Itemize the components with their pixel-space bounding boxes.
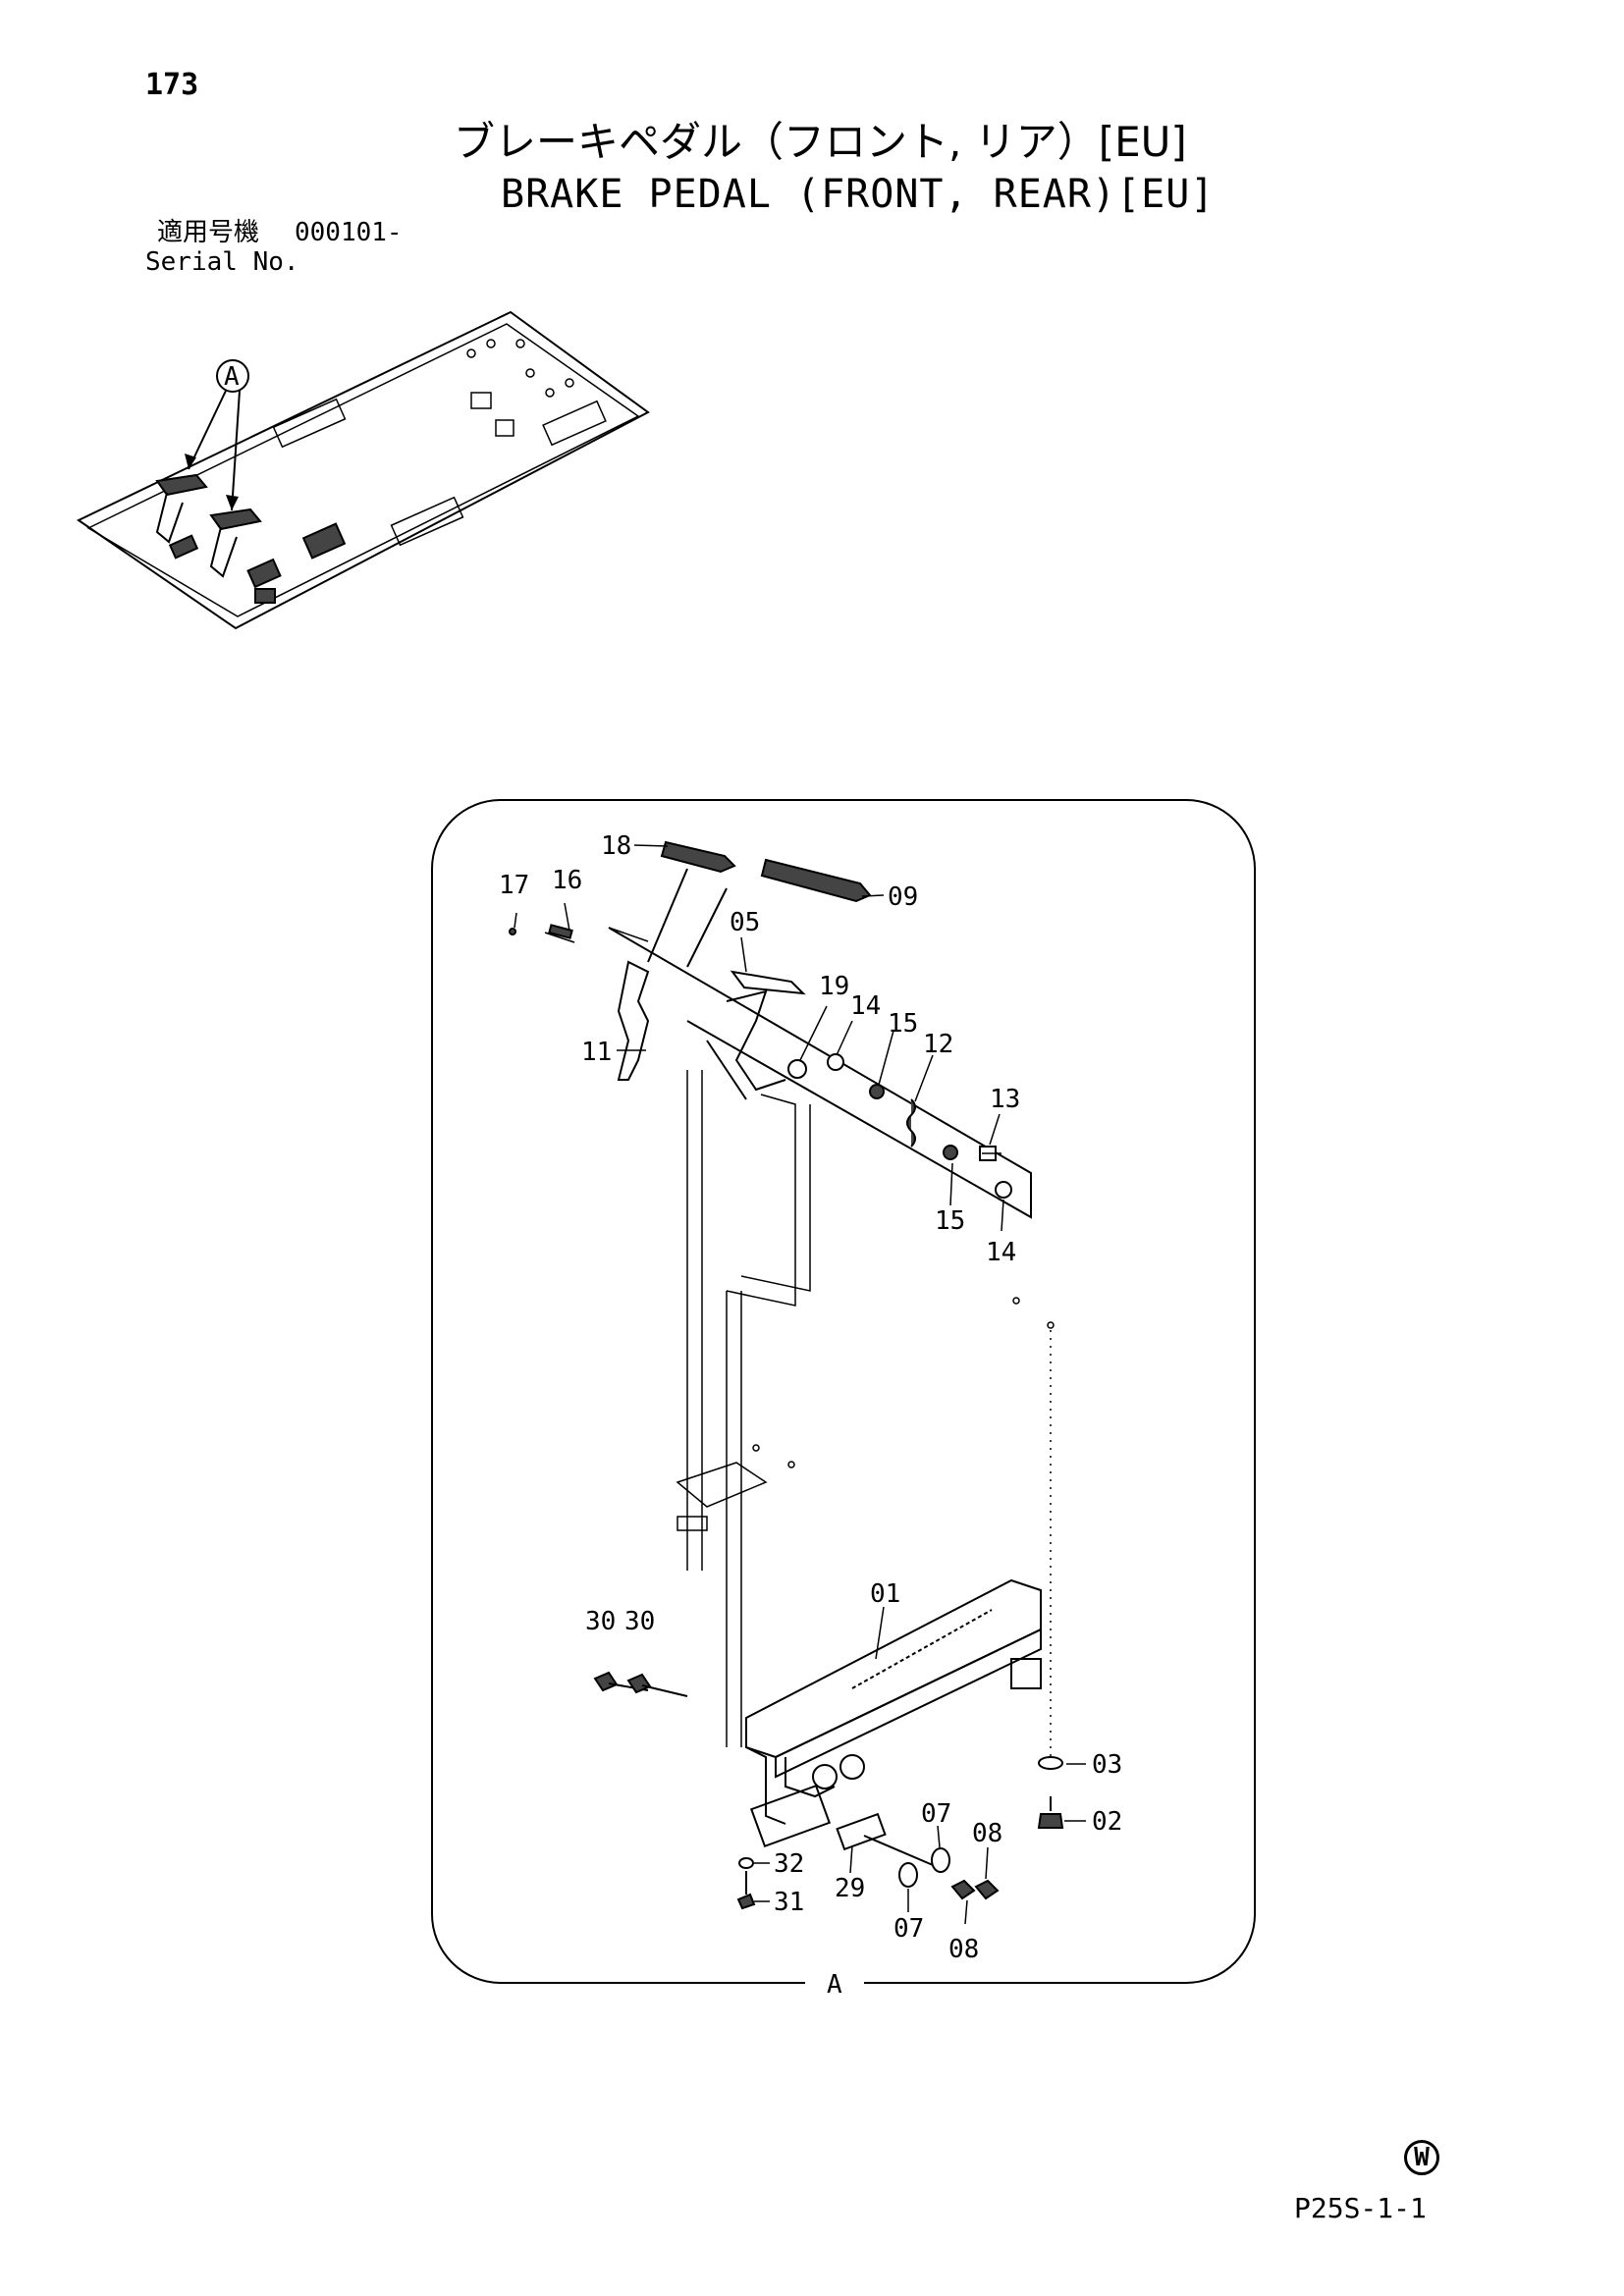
part-label-30-left: 30 [585, 1607, 616, 1636]
title-japanese: ブレーキペダル（フロント, リア）[EU] [454, 118, 1187, 166]
part-label-05: 05 [730, 908, 760, 937]
footer-drawing-code: P25S-1-1 [1294, 2192, 1427, 2224]
title-english: BRAKE PEDAL (FRONT, REAR)[EU] [501, 172, 1216, 217]
part-label-07-lower: 07 [893, 1914, 924, 1944]
hardware-parts [787, 1053, 1012, 1199]
bolts-30 [593, 1671, 688, 1697]
part-label-11: 11 [581, 1038, 612, 1067]
serial-label-japanese: 適用号機 [157, 218, 260, 247]
part-label-19: 19 [819, 972, 849, 1001]
bolt-washer-02-03 [1037, 1756, 1064, 1829]
part-label-29: 29 [835, 1874, 865, 1903]
brake-valve-unit [745, 1578, 1042, 1848]
part-label-31: 31 [774, 1888, 804, 1917]
part-label-08-upper: 08 [972, 1819, 1002, 1848]
part-label-03: 03 [1092, 1750, 1122, 1780]
floor-plate [77, 310, 650, 630]
part-label-15-upper: 15 [888, 1009, 918, 1039]
serial-number-value: 000101- [295, 218, 403, 247]
part-label-02: 02 [1092, 1807, 1122, 1837]
part-label-18: 18 [601, 831, 631, 861]
part-label-32: 32 [774, 1849, 804, 1879]
overview-brake-pedals [155, 473, 262, 578]
pedal-mount-outline [676, 1070, 1055, 1757]
pedal-assembly [509, 868, 1032, 1219]
part-label-14-lower: 14 [986, 1238, 1016, 1267]
serial-label-english: Serial No. [145, 247, 299, 277]
pedal-pad-front [760, 858, 872, 903]
part-label-13: 13 [990, 1085, 1020, 1114]
part-label-08-lower: 08 [948, 1935, 979, 1964]
part-label-30-right: 30 [624, 1607, 655, 1636]
leader-lines [514, 844, 1086, 1925]
part-label-15-lower: 15 [935, 1206, 965, 1236]
page-number: 173 [145, 68, 199, 102]
part-label-14-upper: 14 [850, 991, 881, 1021]
pedal-pad-rear [660, 840, 736, 874]
part-label-17: 17 [499, 871, 529, 900]
part-label-16: 16 [552, 866, 582, 895]
part-label-07-upper: 07 [921, 1799, 951, 1829]
footer-w-mark: W [1404, 2140, 1439, 2175]
part-label-01: 01 [870, 1579, 900, 1609]
part-label-12: 12 [923, 1030, 953, 1059]
overview-callout-label: A [224, 362, 240, 392]
linkage-parts [736, 1812, 1000, 1910]
overview-callout-a [185, 359, 249, 511]
detail-view-label: A [827, 1970, 842, 2000]
part-label-09: 09 [888, 882, 918, 912]
